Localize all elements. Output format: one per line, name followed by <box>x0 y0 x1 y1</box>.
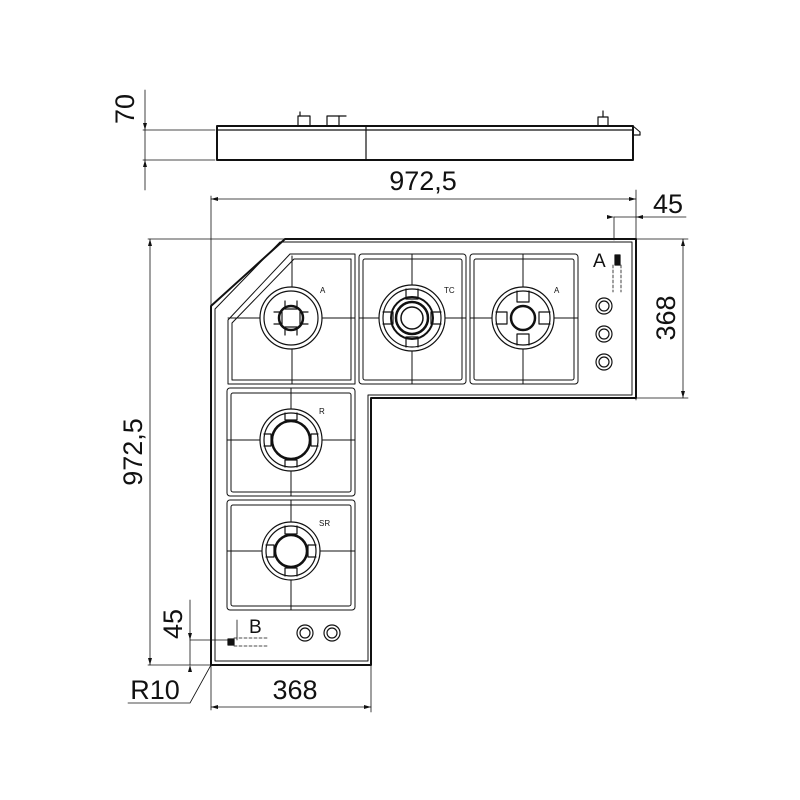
dimension-lines <box>127 189 689 713</box>
right-depth-label: 368 <box>651 295 681 340</box>
gas-connection-a <box>612 254 622 293</box>
overall-width-label: 972,5 <box>389 166 457 196</box>
gas-connection-b <box>227 619 269 647</box>
burner-label-r: R <box>319 407 325 416</box>
burner-r <box>259 408 323 472</box>
side-knob-3 <box>597 116 609 127</box>
hob-outline <box>210 238 637 666</box>
burner-label-tc: TC <box>444 286 455 295</box>
overall-depth-label: 972,5 <box>118 418 148 486</box>
connection-label-a: A <box>593 251 606 272</box>
radius-label: R10 <box>130 675 180 705</box>
burner-tc <box>378 284 446 352</box>
burner-label-a-left: A <box>320 286 326 295</box>
bottom-offset-label: 45 <box>158 609 188 639</box>
burner-sr <box>261 521 321 581</box>
right-offset-label: 45 <box>653 189 683 219</box>
burner-label-sr: SR <box>319 519 330 528</box>
side-knob-1 <box>297 115 311 127</box>
connection-label-b: B <box>249 617 262 638</box>
burner-label-a-right: A <box>554 286 560 295</box>
burner-a-right <box>491 286 555 350</box>
side-view <box>142 89 641 191</box>
burner-a-left <box>259 286 323 350</box>
height-dimension-label: 70 <box>110 94 140 124</box>
control-knobs-right <box>595 297 613 371</box>
side-hob-body <box>216 125 634 161</box>
bottom-width-label: 368 <box>272 675 317 705</box>
arrow-heads <box>143 123 685 709</box>
control-knobs-bottom <box>296 624 341 642</box>
side-knob-2 <box>326 115 340 127</box>
